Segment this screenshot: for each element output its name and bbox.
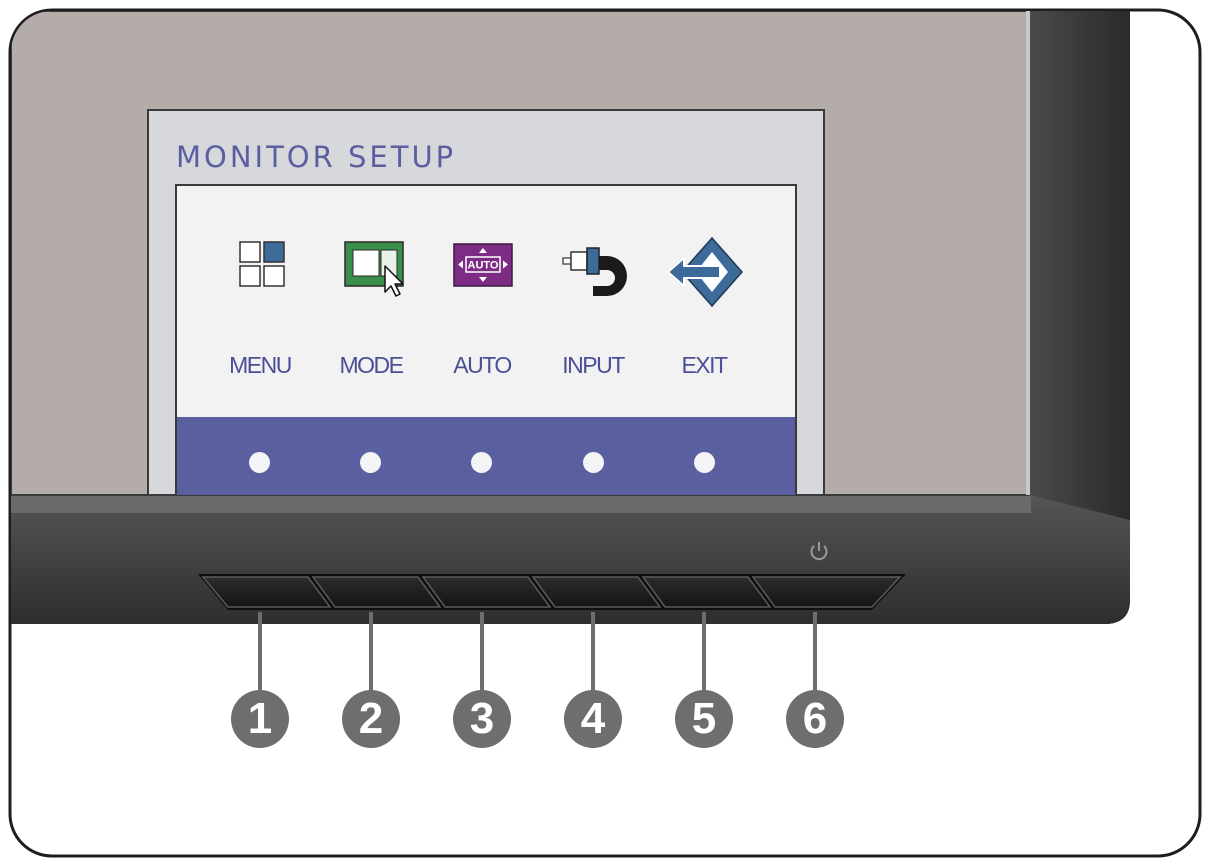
- callout-6: 6: [786, 690, 844, 748]
- osd-dot-4: [583, 452, 604, 473]
- input-connector-icon: [562, 247, 627, 296]
- monitor-button-4[interactable]: [531, 576, 662, 608]
- osd-dot-5: [694, 452, 715, 473]
- picture-mode-cursor-icon: [344, 241, 404, 297]
- osd-label-auto: AUTO: [453, 352, 512, 378]
- osd-item-menu: MENU: [205, 232, 315, 387]
- auto-badge-text: AUTO: [468, 260, 499, 272]
- monitor-button-1[interactable]: [201, 576, 332, 608]
- callout-5: 5: [675, 690, 733, 748]
- power-icon: [810, 542, 828, 561]
- callout-4: 4: [564, 690, 622, 748]
- monitor-button-6[interactable]: [751, 576, 902, 608]
- grid-menu-icon: [239, 241, 285, 287]
- osd-item-input: INPUT: [538, 232, 648, 387]
- monitor-button-3[interactable]: [421, 576, 552, 608]
- callout-2: 2: [342, 690, 400, 748]
- callout-3: 3: [453, 690, 511, 748]
- osd-label-mode: MODE: [339, 352, 405, 378]
- osd-label-menu: MENU: [229, 352, 292, 378]
- osd-dot-2: [360, 452, 381, 473]
- callout-1: 1: [231, 690, 289, 748]
- exit-arrow-icon: [667, 236, 744, 308]
- osd-title: MONITOR SETUP: [176, 140, 457, 174]
- osd-dot-3: [471, 452, 492, 473]
- auto-adjust-icon: AUTO: [453, 243, 513, 287]
- monitor-button-5[interactable]: [641, 576, 772, 608]
- osd-label-input: INPUT: [562, 352, 625, 378]
- osd-item-mode: MODE: [316, 232, 426, 387]
- monitor-side-bezel: [1030, 11, 1130, 624]
- monitor-button-2[interactable]: [311, 576, 442, 608]
- osd-dot-1: [249, 452, 270, 473]
- osd-item-exit: EXIT: [649, 232, 759, 387]
- osd-label-exit: EXIT: [681, 352, 728, 378]
- osd-item-auto: AUTO AUTO: [427, 232, 537, 387]
